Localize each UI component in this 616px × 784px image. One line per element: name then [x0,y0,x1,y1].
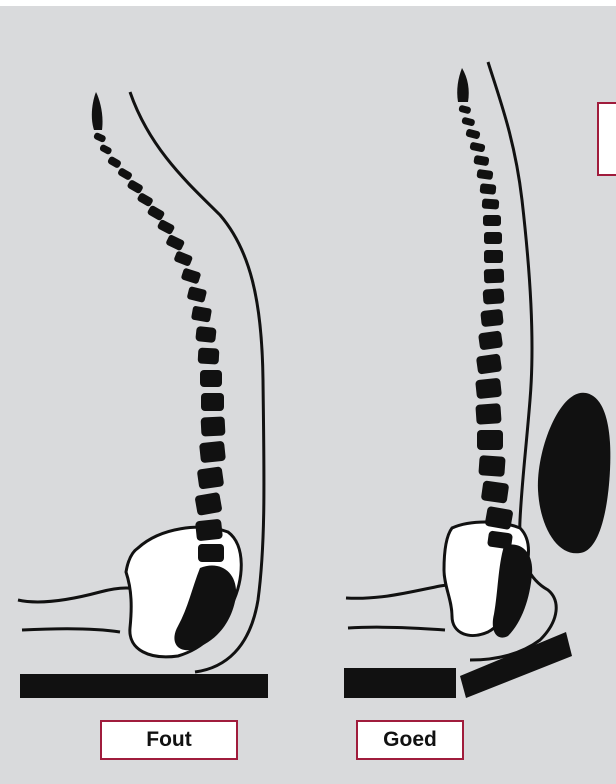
vertebra [199,441,226,464]
vertebra [147,205,166,222]
vertebra [475,403,501,425]
vertebra [187,286,208,303]
vertebra [117,167,133,181]
vertebra [483,288,505,304]
vertebra [197,466,225,489]
vertebra [195,519,223,542]
vertebra [476,169,493,180]
vertebra [198,544,224,562]
vertebra [487,530,513,549]
vertebra [465,128,481,139]
vertebra [480,183,497,195]
vertebra [481,480,510,503]
skull-tip-wrong [92,92,103,130]
label-correct-posture: Goed [356,720,464,760]
vertebra [201,393,224,411]
vertebra [478,455,505,477]
vertebra [475,378,502,400]
vertebra [93,132,107,143]
vertebra [157,219,176,235]
vertebra [136,192,153,207]
label-correct-text: Goed [383,728,437,752]
spine-wrong [92,92,226,562]
vertebra [483,215,501,226]
vertebra [194,492,222,516]
vertebra [469,142,485,153]
vertebra [181,268,202,285]
label-wrong-text: Fout [146,728,191,752]
vertebra [173,250,193,267]
skull-tip-correct [457,68,469,102]
vertebra [484,269,504,284]
vertebra [458,105,471,115]
vertebra [480,309,504,327]
cropped-label-box [597,102,616,176]
figure-wrong-posture [18,92,268,698]
vertebra [478,330,503,350]
vertebra [200,370,222,387]
vertebra [191,306,212,323]
seat-wrong [20,674,268,698]
vertebra [461,117,475,127]
figure-correct-posture [344,62,610,698]
vertebra [195,326,216,343]
vertebra [201,416,226,436]
vertebra [473,155,489,166]
seat-correct-front [344,668,456,698]
vertebra [484,250,503,263]
vertebra [484,232,502,244]
spine-correct [457,68,513,550]
vertebra [198,347,220,364]
lumbar-cushion [538,393,610,554]
vertebra [477,430,503,450]
vertebra [107,156,122,169]
vertebra [99,144,113,156]
vertebra [482,198,500,209]
vertebra [126,179,143,194]
seat-correct-back [460,632,572,698]
vertebra [165,234,185,251]
vertebra [476,353,502,374]
label-wrong-posture: Fout [100,720,238,760]
